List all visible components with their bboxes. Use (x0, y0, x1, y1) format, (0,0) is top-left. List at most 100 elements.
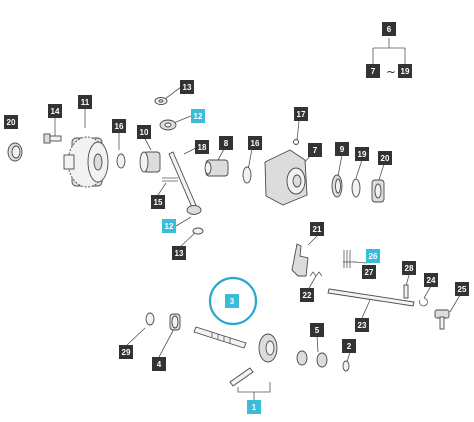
svg-text:27: 27 (365, 268, 374, 277)
callout-7-range-start[interactable]: 7 (366, 64, 380, 78)
part-11-gear (63, 136, 109, 188)
callout-13-bottom[interactable]: 13 (172, 246, 186, 260)
callout-17[interactable]: 17 (294, 107, 308, 121)
part-16-washer-middle (242, 166, 252, 184)
svg-text:5: 5 (315, 326, 320, 335)
part-18-pin (168, 151, 199, 213)
callout-25[interactable]: 25 (455, 282, 469, 296)
callout-19[interactable]: 19 (355, 147, 369, 161)
callout-18[interactable]: 18 (195, 140, 209, 154)
svg-text:21: 21 (313, 225, 322, 234)
svg-text:12: 12 (165, 222, 174, 231)
part-12-bushing-top-hole (164, 122, 172, 128)
callout-10[interactable]: 10 (137, 125, 151, 139)
callout-19-range-end[interactable]: 19 (398, 64, 412, 78)
leader-lines (54, 86, 461, 363)
range-tilde: ~ (386, 65, 396, 79)
svg-text:11: 11 (81, 98, 90, 107)
svg-text:1: 1 (252, 403, 257, 412)
callout-7[interactable]: 7 (308, 143, 322, 157)
svg-text:19: 19 (358, 150, 367, 159)
callout-28[interactable]: 28 (402, 261, 416, 275)
callout-1[interactable]: 1 (247, 400, 261, 414)
callout-16-middle[interactable]: 16 (248, 136, 262, 150)
svg-text:13: 13 (183, 83, 192, 92)
part-26-pins (343, 250, 351, 268)
svg-text:2: 2 (347, 342, 352, 351)
callout-12-bottom[interactable]: 12 (162, 219, 176, 233)
svg-text:16: 16 (251, 139, 260, 148)
callout-21[interactable]: 21 (310, 222, 324, 236)
svg-text:13: 13 (175, 249, 184, 258)
part-8-cap (204, 159, 229, 177)
callout-16-left[interactable]: 16 (112, 119, 126, 133)
highlight-circle-3 (208, 276, 258, 326)
part-3-shaft (193, 326, 247, 349)
callout-13-top[interactable]: 13 (180, 80, 194, 94)
callout-2[interactable]: 2 (342, 339, 356, 353)
svg-text:23: 23 (358, 321, 367, 330)
svg-text:24: 24 (427, 276, 436, 285)
part-13-washer-bottom (192, 227, 204, 235)
part-7-housing (264, 149, 308, 206)
part-5-bearings (296, 350, 328, 368)
part-28-pin (403, 284, 409, 299)
part-20-seal-left (7, 142, 23, 162)
svg-text:20: 20 (381, 154, 390, 163)
svg-text:12: 12 (194, 112, 203, 121)
svg-text:7: 7 (313, 146, 318, 155)
svg-text:26: 26 (369, 252, 378, 261)
svg-text:17: 17 (297, 110, 306, 119)
callout-8[interactable]: 8 (219, 136, 233, 150)
svg-text:8: 8 (224, 139, 229, 148)
callout-20-left[interactable]: 20 (4, 115, 18, 129)
callout-4[interactable]: 4 (152, 357, 166, 371)
svg-text:22: 22 (303, 291, 312, 300)
part-4-bearing (169, 313, 181, 331)
part-23-shaft (327, 288, 415, 307)
callout-11[interactable]: 11 (78, 95, 92, 109)
callout-26[interactable]: 26 (366, 249, 380, 263)
svg-text:25: 25 (458, 285, 467, 294)
callout-27[interactable]: 27 (362, 265, 376, 279)
part-2-ring (342, 360, 350, 372)
callout-20-right[interactable]: 20 (378, 151, 392, 165)
callout-3[interactable]: 3 (225, 294, 239, 308)
part-17-ball (293, 139, 299, 145)
bracket-group-6 (372, 38, 406, 64)
svg-text:9: 9 (340, 145, 345, 154)
bracket-group-1 (237, 382, 271, 400)
callout-22[interactable]: 22 (300, 288, 314, 302)
part-16-washer-left (116, 153, 126, 169)
callout-29[interactable]: 29 (119, 345, 133, 359)
part-12-bushing-bottom (186, 205, 202, 215)
svg-text:14: 14 (51, 107, 60, 116)
svg-text:28: 28 (405, 264, 414, 273)
svg-text:3: 3 (230, 297, 235, 306)
part-9-ring (331, 174, 343, 198)
callout-24[interactable]: 24 (424, 273, 438, 287)
svg-text:6: 6 (387, 25, 392, 34)
svg-text:29: 29 (122, 348, 131, 357)
callout-12-top[interactable]: 12 (191, 109, 205, 123)
part-24-circlip (419, 297, 428, 307)
callout-14[interactable]: 14 (48, 104, 62, 118)
svg-text:10: 10 (140, 128, 149, 137)
part-10-cap (139, 151, 161, 173)
part-14-bolt (43, 133, 62, 144)
callout-23[interactable]: 23 (355, 318, 369, 332)
part-22-spring (309, 271, 323, 277)
part-19-ring (351, 178, 361, 198)
svg-text:19: 19 (401, 67, 410, 76)
part-20-bearing-right (371, 179, 385, 203)
callout-5[interactable]: 5 (310, 323, 324, 337)
svg-text:16: 16 (115, 122, 124, 131)
part-1-gear-set (229, 333, 278, 387)
part-21-fork (291, 243, 309, 277)
svg-text:20: 20 (7, 118, 16, 127)
callout-6[interactable]: 6 (382, 22, 396, 36)
svg-text:18: 18 (198, 143, 207, 152)
callout-9[interactable]: 9 (335, 142, 349, 156)
callout-15[interactable]: 15 (151, 195, 165, 209)
